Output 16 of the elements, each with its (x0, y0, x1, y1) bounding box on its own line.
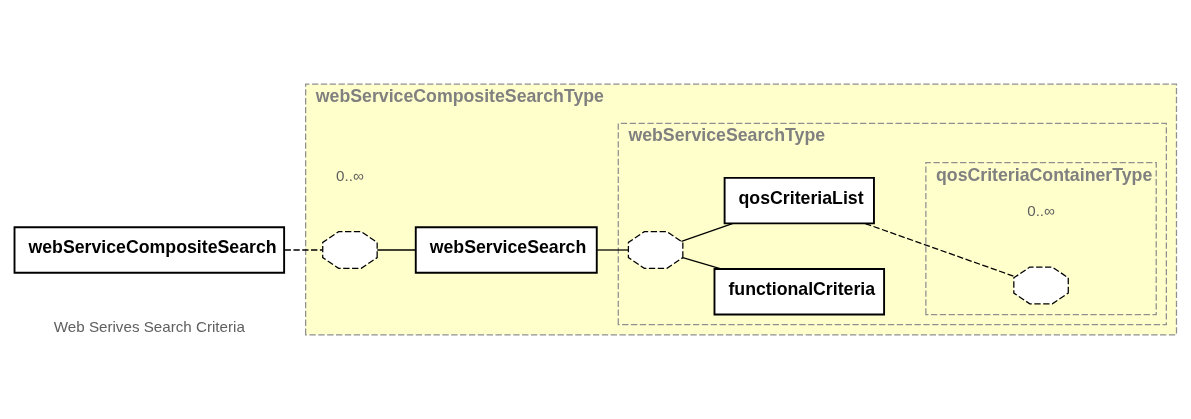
node-box: webServiceCompositeSearch (13, 226, 286, 274)
connector (596, 249, 629, 251)
node-label: Web Serives Search Criteria (53, 318, 245, 336)
node-octagon (1013, 266, 1069, 305)
node-label: 0..∞ (1027, 201, 1055, 219)
node-box: webServiceSearch (414, 226, 598, 274)
node-box: qosCriteriaList (723, 176, 875, 225)
node-label: 0..∞ (336, 166, 364, 184)
connector (283, 249, 323, 251)
connector (682, 257, 722, 270)
node-box: functionalCriteria (713, 268, 886, 316)
connector (680, 222, 734, 243)
connector (376, 249, 417, 251)
node-octagon (322, 231, 378, 269)
connector (864, 222, 1016, 278)
node-octagon (627, 231, 684, 269)
